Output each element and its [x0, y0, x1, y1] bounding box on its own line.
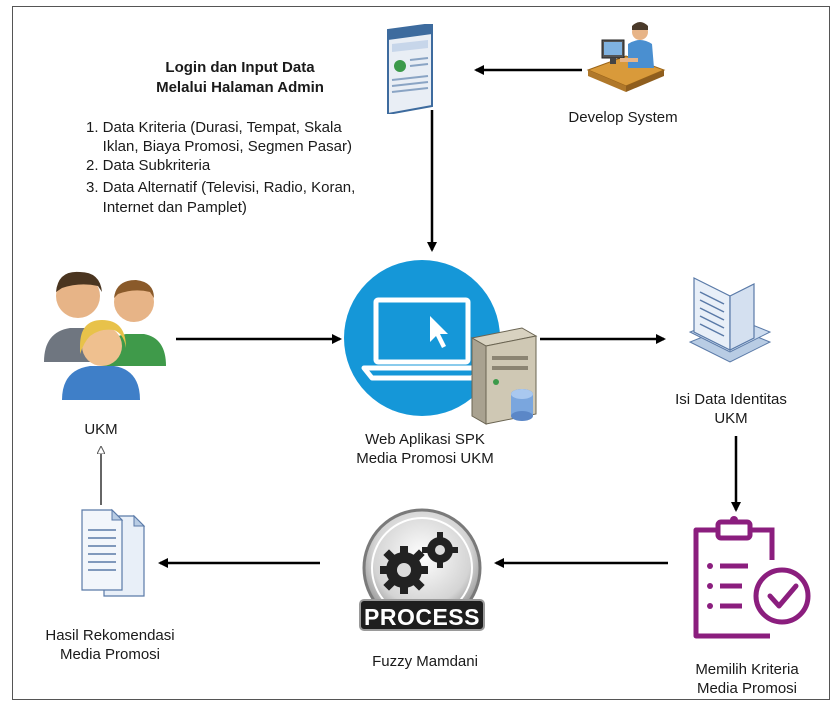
identity-label-line1: Isi Data Identitas	[675, 391, 787, 408]
admin-webpage-icon	[387, 24, 433, 114]
diagram-frame	[12, 6, 830, 700]
web-app-label-line2: Media Promosi UKM	[356, 450, 494, 467]
developer-label: Develop System	[568, 109, 678, 126]
criteria-label-line1: Memilih Kriteria	[695, 661, 799, 678]
process-label: Fuzzy Mamdani	[372, 653, 478, 670]
identity-label-line2: UKM	[714, 410, 748, 427]
admin-item-3-cont: Internet dan Pamplet)	[86, 199, 247, 216]
admin-title-line1: Login dan Input Data	[165, 59, 315, 76]
admin-item-1-cont: Iklan, Biaya Promosi, Segmen Pasar)	[86, 138, 352, 155]
criteria-label-line2: Media Promosi	[696, 680, 798, 697]
admin-title-line2: Melalui Halaman Admin	[156, 79, 324, 96]
result-documents-icon	[81, 508, 146, 597]
admin-item-2: 2. Data Subkriteria	[86, 157, 211, 174]
criteria-clipboard-check-icon	[693, 516, 811, 639]
admin-item-3: 3. Data Alternatif (Televisi, Radio, Kor…	[86, 179, 356, 196]
result-label-line2: Media Promosi	[59, 646, 161, 663]
ukm-users-icon	[44, 271, 166, 400]
developer-at-desk-icon	[586, 22, 666, 92]
result-label-line1: Hasil Rekomendasi	[45, 627, 175, 644]
ukm-label: UKM	[84, 421, 118, 438]
admin-item-1: 1. Data Kriteria (Durasi, Tempat, Skala	[86, 119, 342, 136]
web-app-laptop-icon	[344, 260, 538, 425]
process-badge-text: PROCESS	[364, 604, 480, 630]
server-icon	[470, 327, 538, 425]
identity-documents-icon	[688, 277, 772, 363]
process-gears-badge-icon	[359, 508, 485, 631]
web-app-label-line1: Web Aplikasi SPK	[365, 431, 485, 448]
